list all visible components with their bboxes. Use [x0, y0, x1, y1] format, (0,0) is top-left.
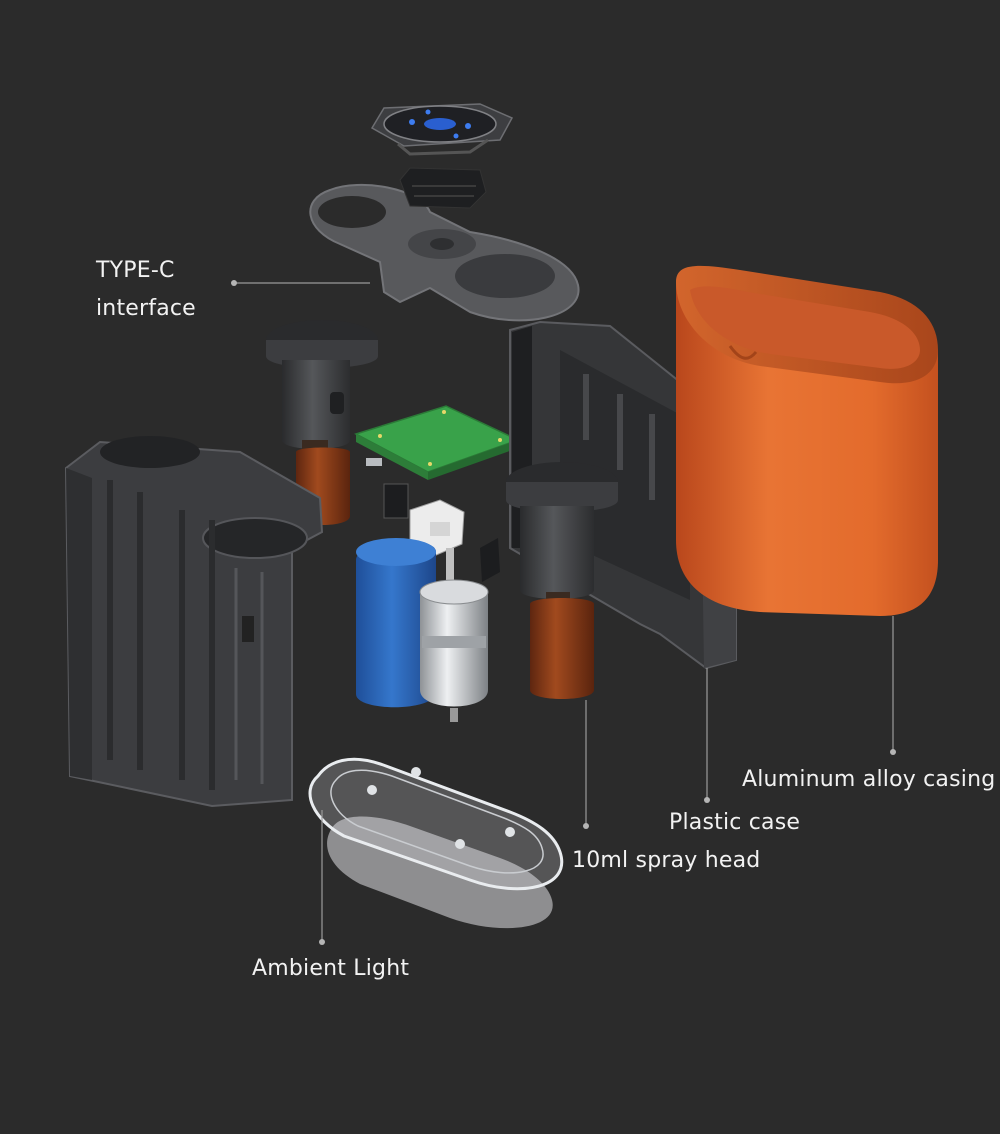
nebulizer-head-right-icon — [506, 462, 618, 599]
battery-icon — [356, 538, 436, 708]
type-c-interface-label: TYPE-C interface — [96, 252, 196, 328]
leader-lines — [231, 280, 896, 945]
pcb-board-icon — [354, 405, 520, 480]
aluminum-casing-label: Aluminum alloy casing — [742, 767, 996, 792]
nebulizer-head-icon — [266, 320, 378, 449]
ambient-light-label: Ambient Light — [252, 956, 410, 981]
pump-motor-icon — [419, 548, 489, 722]
type-c-label-line2: interface — [96, 296, 196, 321]
spray-head-label: 10ml spray head — [572, 848, 761, 873]
orange-casing-icon — [676, 265, 938, 616]
light-base-icon — [308, 757, 564, 929]
plastic-case-label: Plastic case — [669, 810, 801, 835]
connector-icon — [383, 483, 500, 582]
amber-bottle-right-icon — [530, 592, 594, 699]
top-plate-icon — [309, 167, 580, 322]
control-board-icon — [370, 103, 514, 156]
type-c-label-line1: TYPE-C — [96, 258, 175, 283]
plastic-frame-icon — [64, 436, 324, 808]
